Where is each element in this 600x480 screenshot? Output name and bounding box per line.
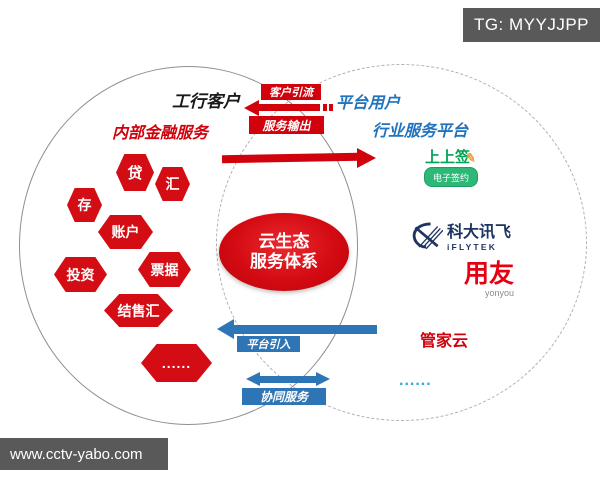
platform-users-label: 平台用户 [336, 95, 401, 112]
cloud-ecosystem-line2: 服务体系 [250, 252, 318, 271]
iflytek-x-icon [411, 222, 444, 254]
customer-inflow-arrow [258, 104, 320, 111]
platform-import-arrow [233, 325, 377, 334]
arrow-dash [329, 104, 333, 111]
yonyou-logo: 用友 yonyou [464, 260, 515, 299]
customer-inflow-arrowhead-icon [244, 99, 259, 116]
more-partners-dots: ...... [399, 372, 432, 389]
watermark-top-right: TG: MYYJJPP [463, 8, 600, 42]
hexagon-fx-settlement: 结售汇 [104, 294, 173, 327]
collaborative-service-arrowhead-right-icon [316, 372, 330, 386]
hexagon-bills: 票据 [138, 252, 191, 287]
cloud-ecosystem-badge: 云生态 服务体系 [219, 213, 349, 291]
right-circle-dashed-outline [216, 64, 587, 421]
watermark-bottom-left: www.cctv-yabo.com [0, 438, 168, 470]
platform-import-arrowhead-icon [217, 319, 234, 339]
cloud-ecosystem-line1: 云生态 [258, 231, 310, 251]
iflytek-logo-text: 科大讯飞 iFLYTEK [447, 223, 512, 252]
collaborative-service-arrowhead-left-icon [246, 372, 260, 386]
icbc-customers-label: 工行客户 [172, 92, 240, 111]
iflytek-logo: 科大讯飞 iFLYTEK [411, 222, 511, 254]
internal-financial-services-label: 内部金融服务 [112, 125, 209, 142]
industry-service-platform-label: 行业服务平台 [372, 123, 469, 140]
hexagon-investment: 投资 [54, 257, 107, 292]
customer-inflow-label: 客户引流 [261, 84, 321, 100]
hexagon-remittance: 汇 [155, 167, 190, 201]
pen-icon: ✎ [464, 150, 478, 166]
collaborative-service-arrow [259, 376, 317, 383]
service-output-label: 服务输出 [249, 116, 324, 134]
yonyou-en-text: yonyou [484, 288, 515, 298]
service-output-arrowhead-icon [357, 148, 376, 168]
platform-import-label: 平台引入 [237, 336, 300, 352]
arrow-dash [323, 104, 327, 111]
iflytek-en-text: iFLYTEK [447, 241, 498, 252]
collaborative-service-label: 协同服务 [242, 388, 326, 405]
hexagon-loans: 贷 [116, 154, 154, 191]
hexagon-more: ...... [141, 344, 212, 382]
yonyou-cn-text: 用友 [464, 260, 515, 288]
esign-tag: 电子签约 [424, 167, 479, 187]
bestsign-logo: 上上签✎ [425, 146, 478, 167]
hexagon-deposits: 存 [67, 188, 102, 222]
bestsign-logo-text: 上上签 [425, 149, 471, 166]
iflytek-cn-text: 科大讯飞 [447, 223, 512, 241]
guanjiayun-logo: 管家云 [420, 333, 469, 350]
watermark-bottom-text: www.cctv-yabo.com [10, 445, 143, 463]
hexagon-accounts: 账户 [98, 215, 153, 249]
watermark-top-text: TG: MYYJJPP [473, 15, 590, 34]
